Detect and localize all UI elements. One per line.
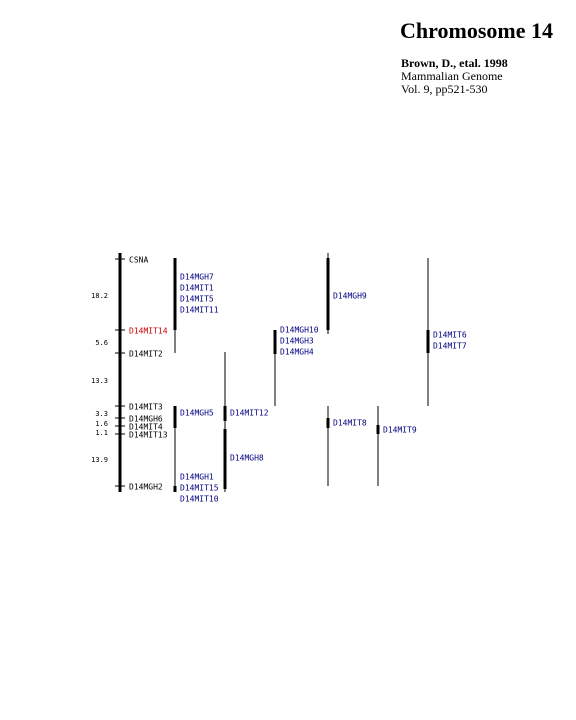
marker-label: D14MIT13: [129, 431, 168, 440]
citation-authors: Brown, D., etal. 1998: [401, 56, 508, 70]
distance-label: 3.3: [95, 410, 108, 418]
group-label: D14MGH10: [280, 326, 319, 335]
distance-label: 13.3: [91, 377, 108, 385]
group-label: D14MIT1: [180, 284, 214, 293]
marker-label: D14MGH2: [129, 483, 163, 492]
citation: Brown, D., etal. 1998 Mammalian Genome V…: [401, 57, 508, 96]
distance-label: 5.6: [95, 339, 108, 347]
distance-label: 13.9: [91, 456, 108, 464]
group-label: D14MGH8: [230, 454, 264, 463]
citation-volume: Vol. 9, pp521-530: [401, 82, 488, 96]
group-label: D14MGH7: [180, 273, 214, 282]
marker-label: D14MGH6: [129, 415, 163, 424]
group-label: D14MIT8: [333, 419, 367, 428]
group-label: D14MGH5: [180, 409, 214, 418]
marker-label: D14MIT3: [129, 403, 163, 412]
group-label: D14MGH3: [280, 337, 314, 346]
distance-label: 1.1: [95, 429, 108, 437]
group-label: D14MIT5: [180, 295, 214, 304]
page-title: Chromosome 14: [400, 18, 553, 43]
distance-label: 18.2: [91, 292, 108, 300]
group-label: D14MIT12: [230, 409, 269, 418]
distance-label: 1.6: [95, 420, 108, 428]
group-label: D14MIT15: [180, 484, 219, 493]
group-label: D14MIT11: [180, 306, 219, 315]
group-label: D14MGH1: [180, 473, 214, 482]
citation-journal: Mammalian Genome: [401, 69, 503, 83]
marker-label: D14MIT4: [129, 423, 163, 432]
group-label: D14MIT7: [433, 342, 467, 351]
group-label: D14MGH4: [280, 348, 314, 357]
group-label: D14MIT6: [433, 331, 467, 340]
marker-label: D14MIT14: [129, 327, 168, 336]
marker-label: D14MIT2: [129, 350, 163, 359]
group-label: D14MIT9: [383, 426, 417, 435]
group-label: D14MIT10: [180, 495, 219, 504]
group-label: D14MGH9: [333, 292, 367, 301]
marker-label: CSNA: [129, 256, 148, 265]
